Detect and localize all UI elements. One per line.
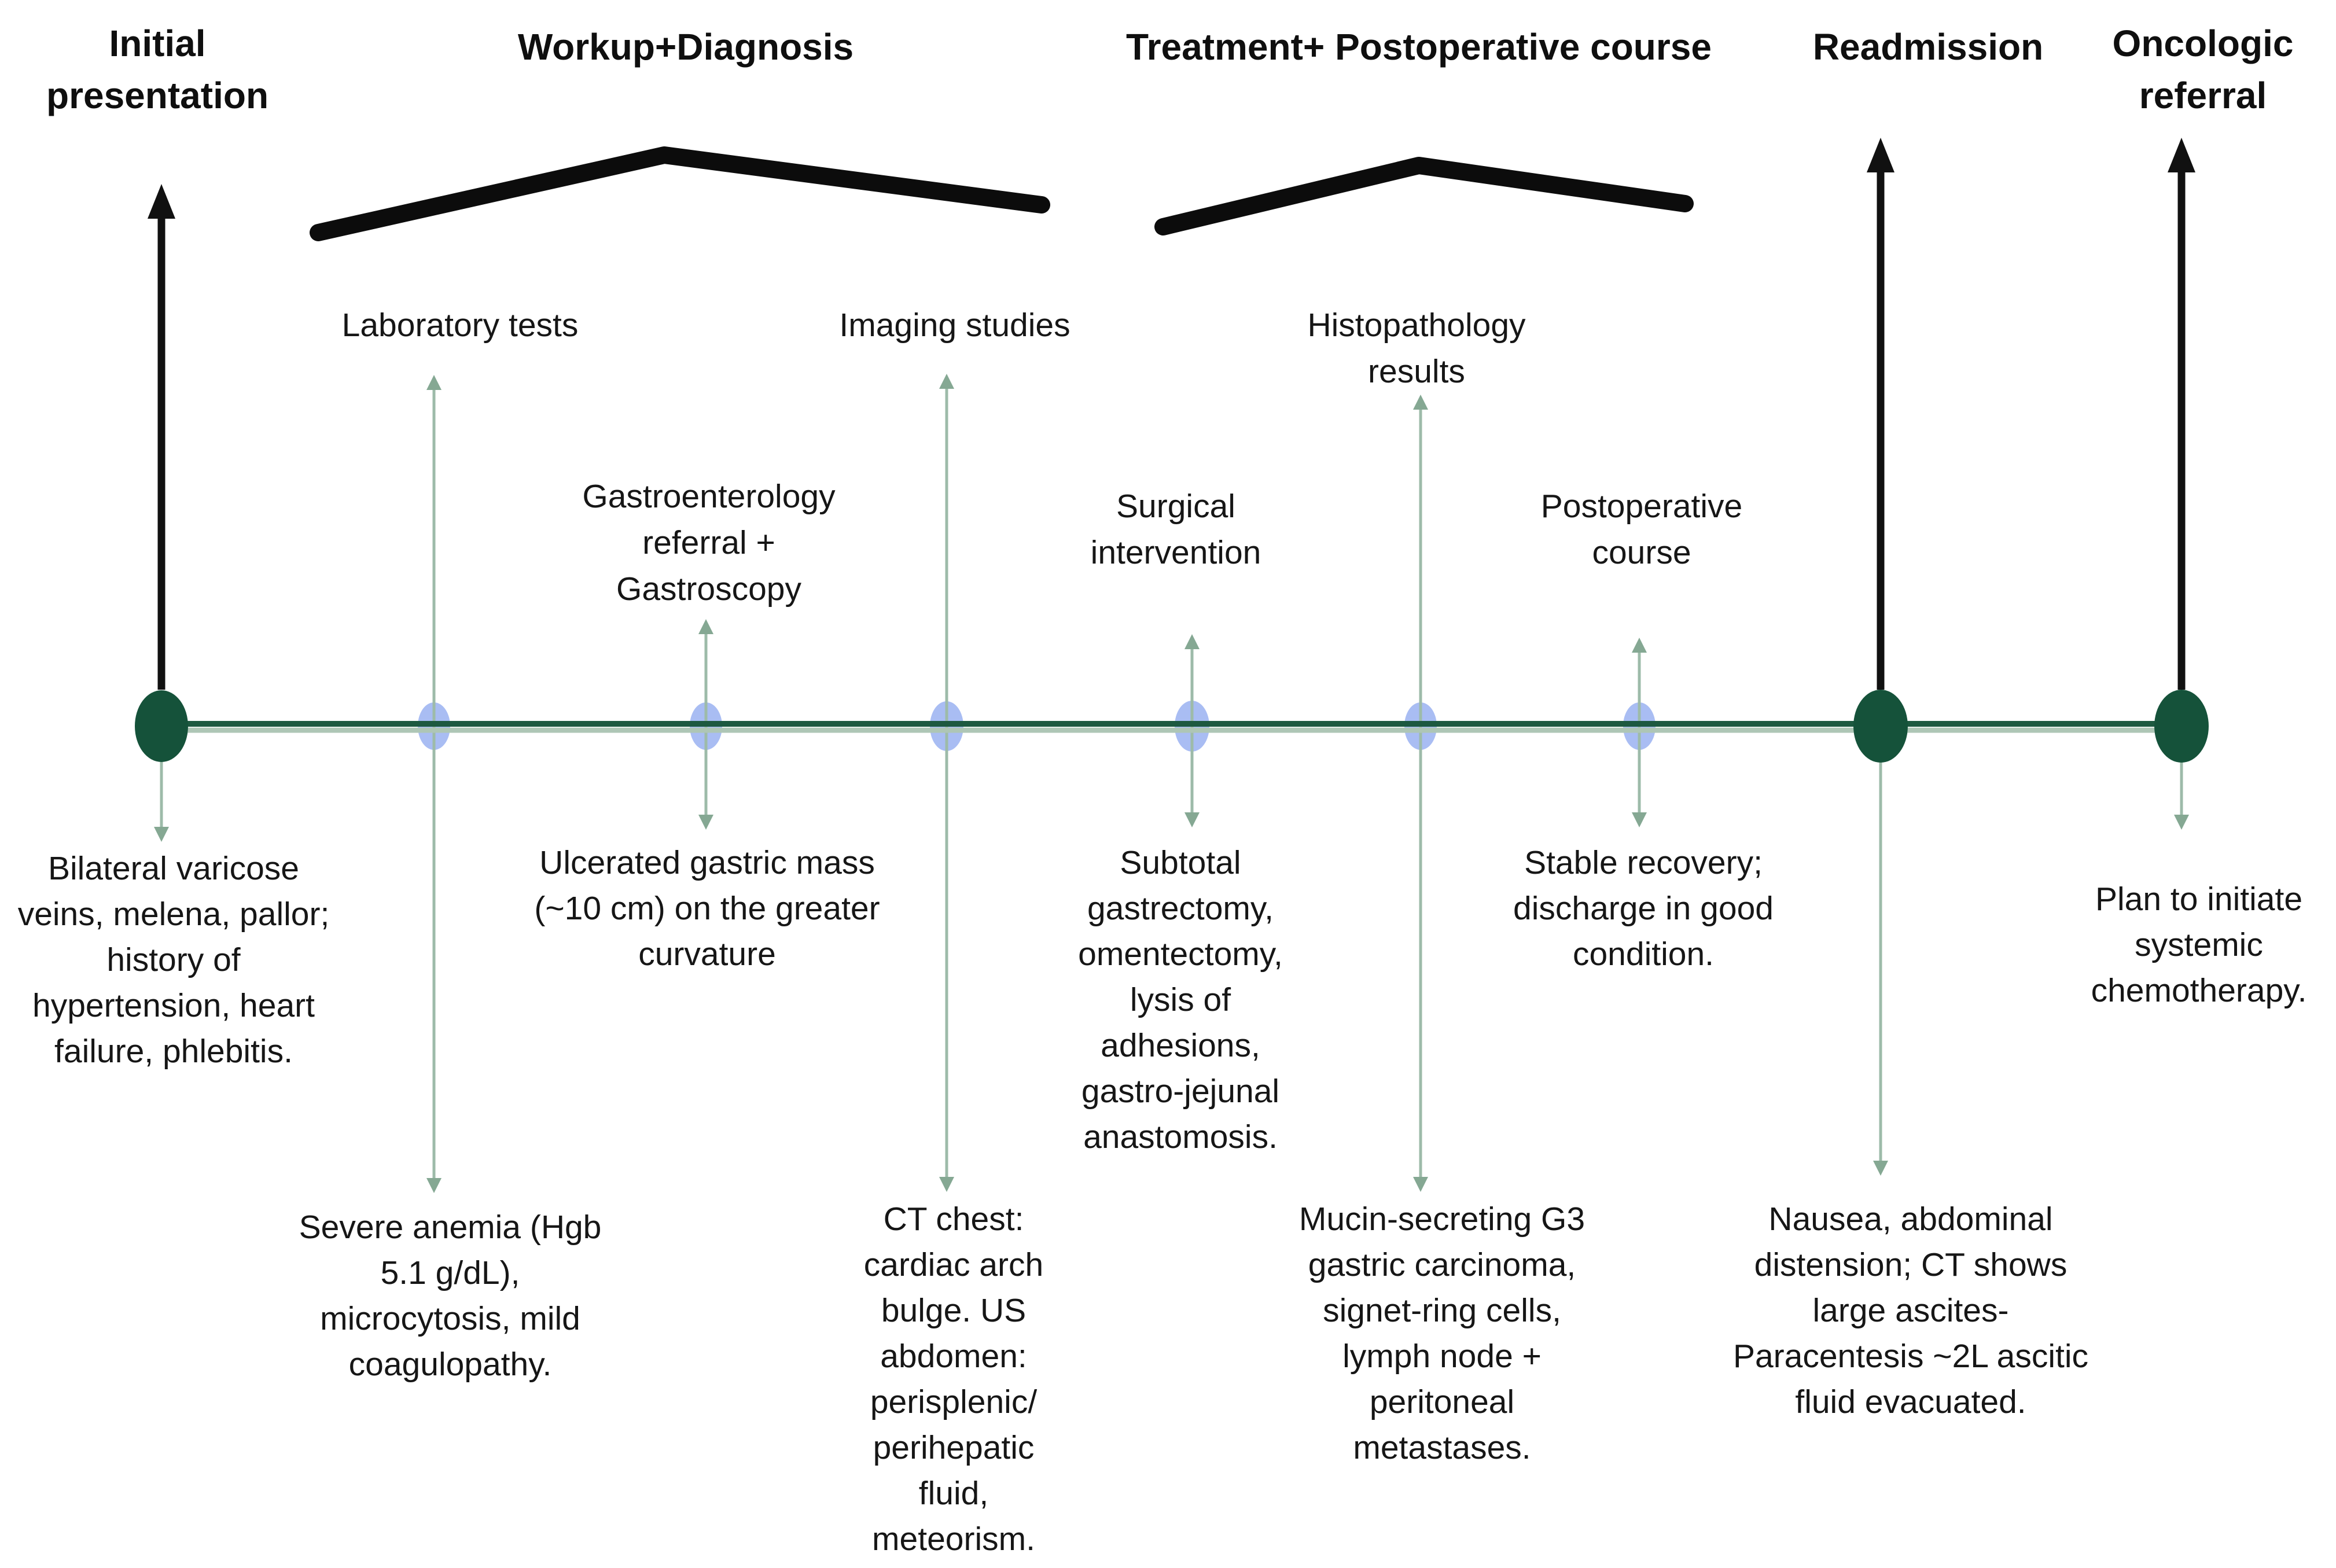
- chevron-workup: [310, 146, 1050, 241]
- note-oncologic: Plan to initiate systemic chemotherapy.: [2091, 881, 2307, 1009]
- event-label-laboratory: Laboratory tests: [341, 307, 579, 344]
- black-arrow-lines: [157, 157, 2186, 690]
- milestone-dot-initial: [135, 690, 188, 762]
- note-imaging: CT chest: cardiac arch bulge. US abdomen…: [863, 1201, 1044, 1558]
- note-surgical: Subtotal gastrectomy, omentectomy, lysis…: [1078, 844, 1283, 1155]
- event-label-histopathology: Histopathology results: [1307, 307, 1526, 390]
- event-label-postoperative: Postoperative course: [1540, 488, 1743, 571]
- green-arrowheads: [154, 374, 2189, 1193]
- note-laboratory: Severe anemia (Hgb 5.1 g/dL), microcytos…: [299, 1209, 602, 1383]
- note-gastroenterology: Ulcerated gastric mass (~10 cm) on the g…: [534, 844, 880, 973]
- phase-title-workup: Workup+Diagnosis: [517, 26, 854, 68]
- note-postoperative: Stable recovery; discharge in good condi…: [1513, 844, 1774, 973]
- note-readmission: Nausea, abdominal distension; CT shows l…: [1732, 1201, 2089, 1420]
- chevron-treatment: [1154, 157, 1694, 235]
- phase-title-oncologic: Oncologic referral: [2112, 23, 2294, 116]
- event-label-surgical: Surgical intervention: [1090, 488, 1261, 571]
- milestone-dot-oncologic: [2154, 690, 2209, 763]
- event-label-gastroenterology: Gastroenterology referral + Gastroscopy: [582, 478, 836, 608]
- black-arrowheads: [148, 138, 2195, 219]
- phase-title-readmission: Readmission: [1812, 26, 2044, 68]
- phase-title-treatment: Treatment+ Postoperative course: [1126, 26, 1712, 68]
- note-initial: Bilateral varicose veins, melena, pallor…: [17, 850, 330, 1070]
- milestone-dot-readmission: [1853, 690, 1908, 763]
- phase-title-initial: Initial presentation: [46, 23, 269, 116]
- note-histopathology: Mucin-secreting G3 gastric carcinoma, si…: [1298, 1201, 1585, 1466]
- event-label-imaging: Imaging studies: [839, 307, 1070, 344]
